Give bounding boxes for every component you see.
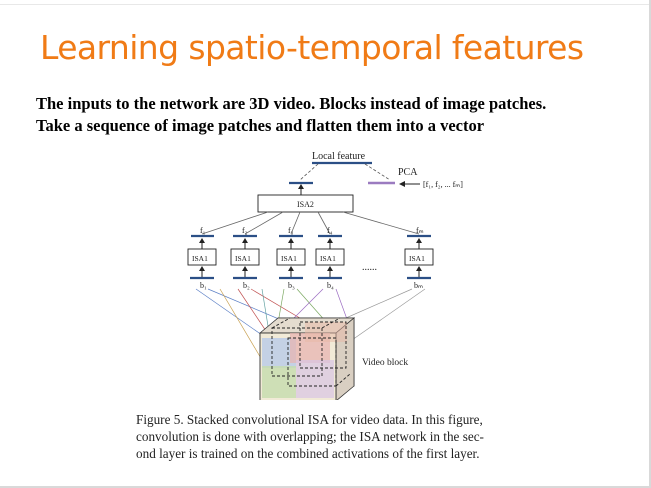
dashed-link-left: [299, 163, 319, 181]
body-line-1: The inputs to the network are 3D video. …: [36, 94, 547, 113]
f-label-1: f₁: [200, 226, 206, 235]
isa1-label-2: ISA1: [235, 254, 251, 263]
isa1-label-4: ISA1: [320, 254, 336, 263]
isa2-label: ISA2: [297, 200, 314, 209]
isa1-box: [404, 248, 434, 266]
video-block-cube: [258, 317, 356, 400]
isa1-output-arrowheads: [199, 238, 422, 243]
b-label-2: b₂: [243, 281, 250, 290]
isa1-input-arrowheads: [199, 266, 422, 271]
slide-top-border: [0, 0, 651, 5]
b-label-1: b₁: [200, 281, 207, 290]
caption-line-1: Figure 5. Stacked convolutional ISA for …: [136, 412, 483, 427]
video-block-label: Video block: [362, 358, 408, 368]
pca-arrow-head: [399, 181, 405, 187]
slide-bottom-border: [0, 486, 651, 488]
isa1-boxes: [187, 248, 434, 266]
isa1-ellipsis: ......: [362, 262, 377, 273]
isa1-box: [276, 248, 306, 266]
figure-caption: Figure 5. Stacked convolutional ISA for …: [136, 411, 536, 462]
dashed-link-right: [364, 163, 391, 181]
pca-label: PCA: [398, 167, 418, 178]
isa1-label-3: ISA1: [281, 254, 297, 263]
isa1-output-arrows: [201, 240, 420, 249]
isa-network-figure: Local feature PCA [f₁, f₂, ... fₘ] ISA2: [187, 151, 463, 400]
local-feature-label: Local feature: [312, 151, 366, 162]
b-label-m: bₘ: [414, 281, 423, 290]
isa2-output-arrowhead: [298, 184, 304, 189]
pca-vector-label: [f₁, f₂, ... fₘ]: [423, 180, 463, 189]
caption-line-2: convolution is done with overlapping; th…: [136, 429, 484, 444]
f-label-2: f₂: [242, 226, 248, 235]
caption-line-3: ond layer is trained on the combined act…: [136, 446, 480, 461]
isa1-box: [230, 248, 260, 266]
isa1-label-m: ISA1: [409, 254, 425, 263]
isa1-label-1: ISA1: [192, 254, 208, 263]
slide-right-border: [649, 0, 651, 488]
slide-title: Learning spatio-temporal features: [40, 28, 584, 67]
f-label-4: f₄: [327, 226, 333, 235]
isa1-box: [315, 248, 345, 266]
isa1-box: [187, 248, 217, 266]
isa2-box: [257, 194, 354, 213]
f-label-3: f₃: [288, 226, 294, 235]
f-label-m: fₘ: [416, 226, 424, 235]
isa2-input-connectors: [201, 211, 420, 235]
isa1-input-arrows: [201, 268, 420, 277]
b-label-3: b₃: [288, 281, 295, 290]
body-line-2: Take a sequence of image patches and fla…: [36, 116, 485, 135]
b-label-4: b₄: [327, 281, 334, 290]
